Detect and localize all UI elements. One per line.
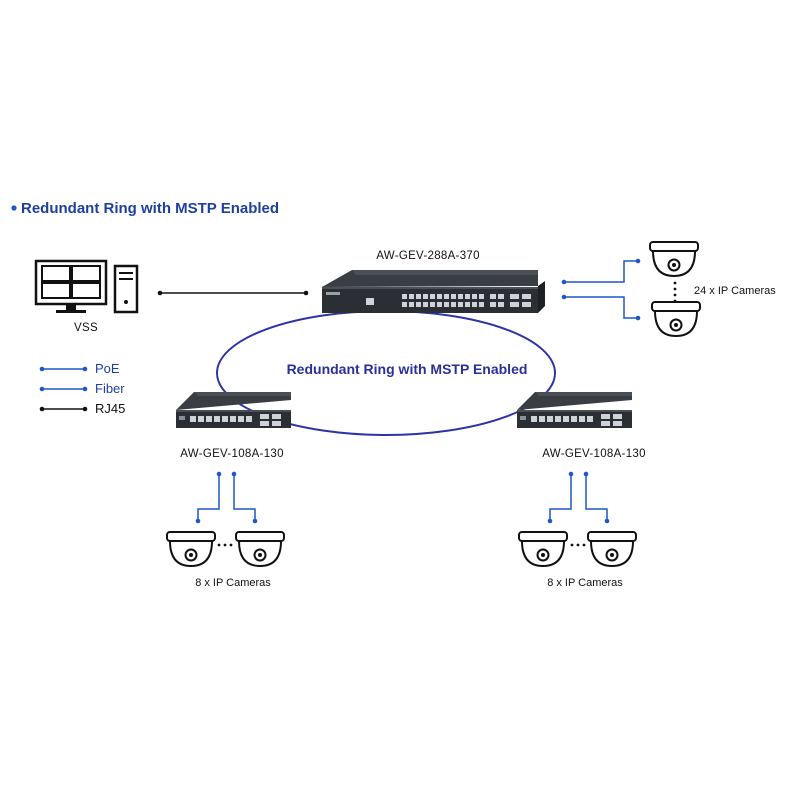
right-cameras-label: 8 x IP Cameras xyxy=(547,577,623,589)
core-switch-icon xyxy=(322,270,545,313)
ip-camera-icon xyxy=(587,531,637,567)
vss-workstation-icon xyxy=(34,259,139,314)
left-switch-model: AW-GEV-108A-130 xyxy=(180,448,284,460)
ip-camera-icon xyxy=(651,301,701,337)
poe-links-right xyxy=(549,474,608,521)
ring-label: Redundant Ring with MSTP Enabled xyxy=(287,361,528,377)
ip-camera-icon xyxy=(649,241,699,277)
core-cameras-label: 24 x IP Cameras xyxy=(694,285,776,297)
ellipsis-dots xyxy=(673,281,677,303)
left-cameras-label: 8 x IP Cameras xyxy=(195,577,271,589)
rj45-link-vss xyxy=(157,290,309,296)
left-switch-icon xyxy=(176,392,291,428)
core-switch-model: AW-GEV-288A-370 xyxy=(376,250,480,262)
poe-links-core xyxy=(564,260,638,319)
right-switch-model: AW-GEV-108A-130 xyxy=(542,448,646,460)
ip-camera-icon xyxy=(518,531,568,567)
ellipsis-dots xyxy=(570,543,586,547)
ip-camera-icon xyxy=(235,531,285,567)
legend: PoE Fiber RJ45 xyxy=(39,361,125,416)
legend-fiber-label: Fiber xyxy=(95,381,125,396)
legend-rj45-label: RJ45 xyxy=(95,401,125,416)
poe-links-left xyxy=(197,474,256,521)
right-switch-icon xyxy=(517,392,632,428)
vss-label: VSS xyxy=(74,322,98,334)
legend-poe-label: PoE xyxy=(95,361,120,376)
ip-camera-icon xyxy=(166,531,216,567)
ellipsis-dots xyxy=(217,543,233,547)
heading: Redundant Ring with MSTP Enabled xyxy=(11,200,279,217)
heading-text: Redundant Ring with MSTP Enabled xyxy=(21,200,279,217)
